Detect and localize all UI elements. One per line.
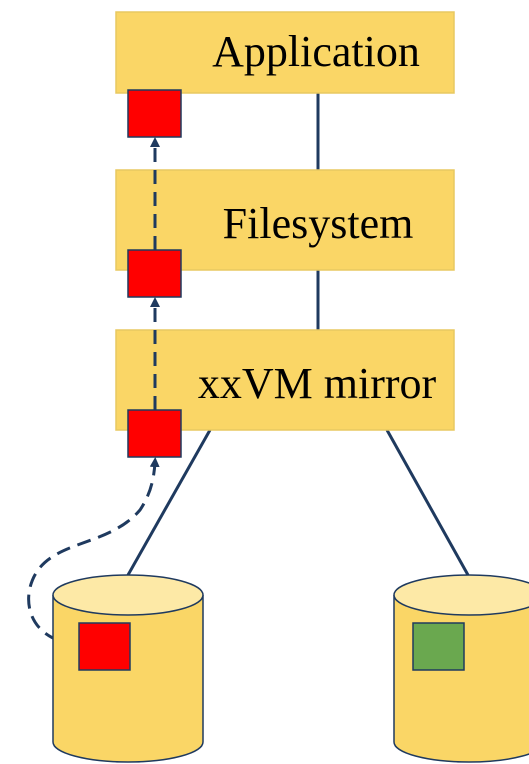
connector-mirror-disk-right [385, 429, 470, 576]
disk-right-block-good [412, 622, 465, 671]
layer-application: Application [115, 11, 455, 94]
disk-left-block-corrupt [78, 622, 131, 671]
corrupt-block-mirror [127, 409, 182, 458]
layer-mirror-label: xxVM mirror [198, 359, 437, 408]
layer-filesystem: Filesystem [115, 169, 455, 271]
disk-left [52, 574, 204, 763]
disk-right [393, 574, 529, 763]
layer-application-label: Application [212, 27, 420, 76]
corrupt-block-application [127, 89, 182, 138]
layer-filesystem-label: Filesystem [223, 199, 414, 248]
corrupt-block-filesystem [127, 249, 182, 298]
corrupt-read-path-curve [27, 457, 160, 647]
connector-mirror-disk-left [126, 429, 212, 576]
